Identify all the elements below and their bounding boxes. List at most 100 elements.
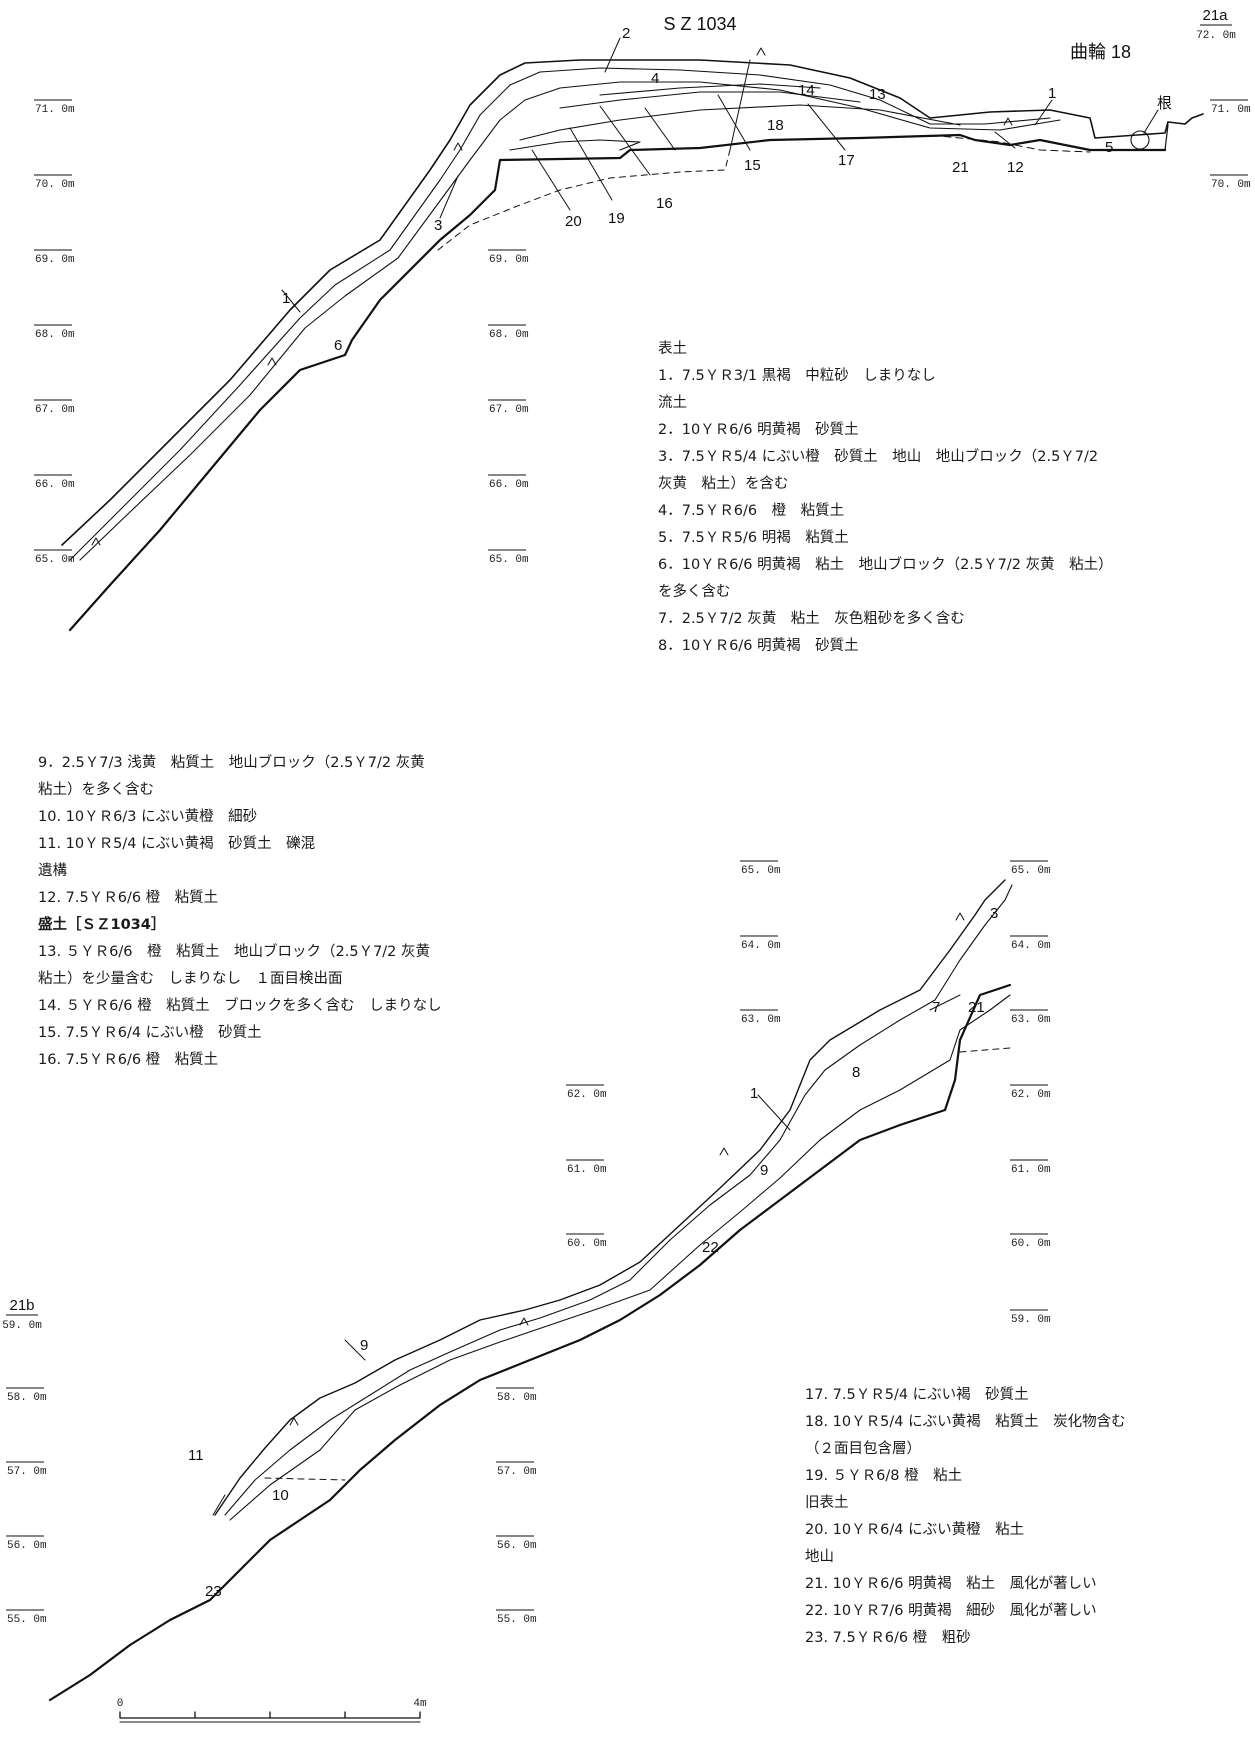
level-mark: 60. 0m [567,1238,607,1250]
bottom-layer-line-1 [224,884,1013,1516]
layer-label: 21 [968,999,985,1016]
level-mark: 64. 0m [741,940,781,952]
legend-entry: 11. 10ＹＲ5/4 にぶい黄褐 砂質土 礫混 [38,836,316,852]
layer-label: 9 [760,1162,768,1179]
layer-label: 3 [434,217,442,234]
legend-heading: 盛土［ＳＺ1034］ [38,917,166,933]
level-mark: 61. 0m [1011,1164,1051,1176]
legend-entry: 22. 10ＹＲ7/6 明黄褐 細砂 風化が著しい [805,1603,1097,1619]
legend-entry: を多く含む [658,584,731,600]
legend-entry: 18. 10ＹＲ5/4 にぶい黄褐 粘質土 炭化物含む [805,1414,1126,1430]
level-mark: 71. 0m [1211,104,1251,116]
enclosure-title: 曲輪 18 [1070,42,1131,62]
point-21b-level: 59. 0m [2,1320,42,1332]
legend-entry: 6．10ＹＲ6/6 明黄褐 粘土 地山ブロック（2.5Ｙ7/2 灰黄 粘土） [658,557,1113,573]
legend-entry: 21. 10ＹＲ6/6 明黄褐 粘土 風化が著しい [805,1576,1097,1592]
bottom-layer-line-2 [229,994,1011,1521]
legend-middle-left: 9．2.5Ｙ7/3 浅黄 粘質土 地山ブロック（2.5Ｙ7/2 灰黄粘土）を多く… [38,750,442,1074]
top-dashed-old-surface [437,149,731,251]
layer-label: 22 [702,1239,719,1256]
layer-label: 5 [1105,139,1113,156]
layer-label: 6 [334,337,342,354]
scale-bar [119,1711,421,1719]
level-mark: 63. 0m [1011,1014,1051,1026]
layer-label: 21 [952,159,969,176]
mound-layer-b [559,91,861,109]
level-mark: 58. 0m [7,1392,47,1404]
top-layer-line-2 [79,81,1061,561]
layer-label: 14 [798,82,815,99]
level-mark: 57. 0m [497,1466,537,1478]
layer-label: 17 [838,152,855,169]
level-mark: 58. 0m [497,1392,537,1404]
level-mark: 56. 0m [497,1540,537,1552]
level-mark: 67. 0m [35,404,75,416]
legend-heading: 地山 [805,1549,834,1565]
layer-label: 8 [852,1064,860,1081]
bottom-dashed-21 [959,1047,1011,1053]
top-dashed-21 [859,135,1091,153]
top-layer-line-1 [69,67,1051,561]
layer-label: 11 [188,1447,204,1464]
layer-label: 1 [750,1085,758,1102]
level-mark: 68. 0m [489,329,529,341]
layer-label: 4 [651,70,659,87]
legend-entry: 19. ５ＹＲ6/8 橙 粘土 [805,1468,963,1484]
level-mark: 66. 0m [489,479,529,491]
legend-entry: 粘土）を多く含む [38,782,154,798]
layer-label: 1 [1048,85,1056,102]
level-mark: 69. 0m [35,254,75,266]
legend-entry: 8．10ＹＲ6/6 明黄褐 砂質土 [658,638,859,654]
layer-label: 13 [869,86,886,103]
bottom-base-line [48,983,1012,1702]
scale-end: 4m [413,1698,427,1710]
mound-layer-d [509,139,641,151]
layer-label: 2 [622,25,630,42]
layer-label: 9 [360,1337,368,1354]
scale-start: 0 [117,1698,124,1710]
legend-entry: 7．2.5Ｙ7/2 灰黄 粘土 灰色粗砂を多く含む [658,611,965,627]
level-mark: 55. 0m [497,1614,537,1626]
root-mark [1130,130,1150,150]
legend-heading: 遺構 [38,863,67,879]
level-mark: 70. 0m [1211,179,1251,191]
layer-label: 15 [744,157,761,174]
legend-entry: 12. 7.5ＹＲ6/6 橙 粘質土 [38,890,219,906]
layer-label: 18 [767,117,784,134]
level-mark: 63. 0m [741,1014,781,1026]
level-mark: 65. 0m [741,865,781,877]
legend-entry: 4．7.5ＹＲ6/6 橙 粘質土 [658,503,845,519]
level-mark: 65. 0m [1011,865,1051,877]
layer-label: 12 [1007,159,1024,176]
legend-entry: 23. 7.5ＹＲ6/6 橙 粗砂 [805,1630,971,1646]
level-mark: 59. 0m [1011,1314,1051,1326]
top-base-line [68,133,1167,632]
legend-entry: 2．10ＹＲ6/6 明黄褐 砂質土 [658,422,859,438]
level-mark: 66. 0m [35,479,75,491]
legend-entry: 9．2.5Ｙ7/3 浅黄 粘質土 地山ブロック（2.5Ｙ7/2 灰黄 [38,755,425,771]
legend-heading: 旧表土 [805,1495,849,1511]
legend-bottom-right: 17. 7.5ＹＲ5/4 にぶい褐 砂質土 18. 10ＹＲ5/4 にぶい黄褐 粘… [805,1382,1126,1652]
layer-label: 19 [608,210,625,227]
level-mark: 57. 0m [7,1466,47,1478]
legend-entry: 5．7.5ＹＲ5/6 明褐 粘質土 [658,530,849,546]
feature-title: S Z 1034 [663,14,736,34]
top-ground-surface [61,59,1204,546]
level-mark: 71. 0m [35,104,75,116]
level-mark: 69. 0m [489,254,529,266]
legend-entry: 17. 7.5ＹＲ5/4 にぶい褐 砂質土 [805,1387,1029,1403]
legend-entry: 14. ５ＹＲ6/6 橙 粘質土 ブロックを多く含む しまりなし [38,998,442,1014]
layer-label: 16 [656,195,673,212]
layer-label: 10 [272,1487,289,1504]
level-mark: 62. 0m [567,1089,607,1101]
level-mark: 64. 0m [1011,940,1051,952]
layer-label: 3 [990,905,998,922]
bottom-ground-surface [214,879,1006,1516]
legend-entry: 10. 10ＹＲ6/3 にぶい黄橙 細砂 [38,809,258,825]
legend-entry: 3．7.5ＹＲ5/4 にぶい橙 砂質土 地山 地山ブロック（2.5Ｙ7/2 [658,449,1099,465]
legend-entry: 灰黄 粘土）を含む [658,476,789,492]
layer-label: 1 [282,290,290,307]
point-21a-level: 72. 0m [1196,30,1236,42]
legend-entry: （２面目包含層） [805,1441,921,1457]
